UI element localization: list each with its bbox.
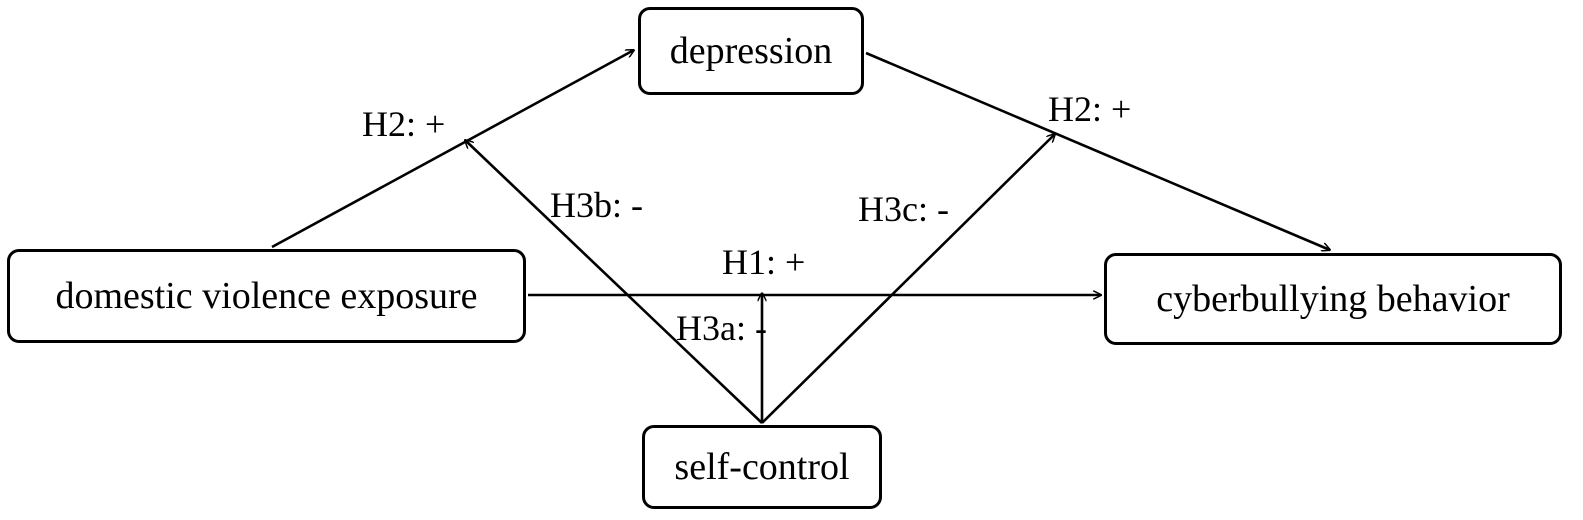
node-self-control: self-control (642, 425, 882, 509)
label-h1: H1: + (722, 242, 806, 282)
label-h3a: H3a: - (676, 308, 767, 348)
node-depression: depression (638, 7, 864, 95)
edge-depression-to-cyberbullying (865, 51, 1330, 250)
label-h3b: H3b: - (550, 185, 643, 225)
edge-dve-to-depression (271, 50, 634, 249)
edge-selfcontrol-to-h2-left (465, 140, 763, 424)
label-h2-right: H2: + (1048, 89, 1132, 129)
edge-selfcontrol-to-h2-right (761, 134, 1055, 424)
label-h2-left: H2: + (362, 104, 446, 144)
node-cyberbullying-behavior: cyberbullying behavior (1104, 253, 1562, 345)
label-h3c: H3c: - (858, 189, 949, 229)
node-domestic-violence-exposure: domestic violence exposure (7, 249, 526, 343)
